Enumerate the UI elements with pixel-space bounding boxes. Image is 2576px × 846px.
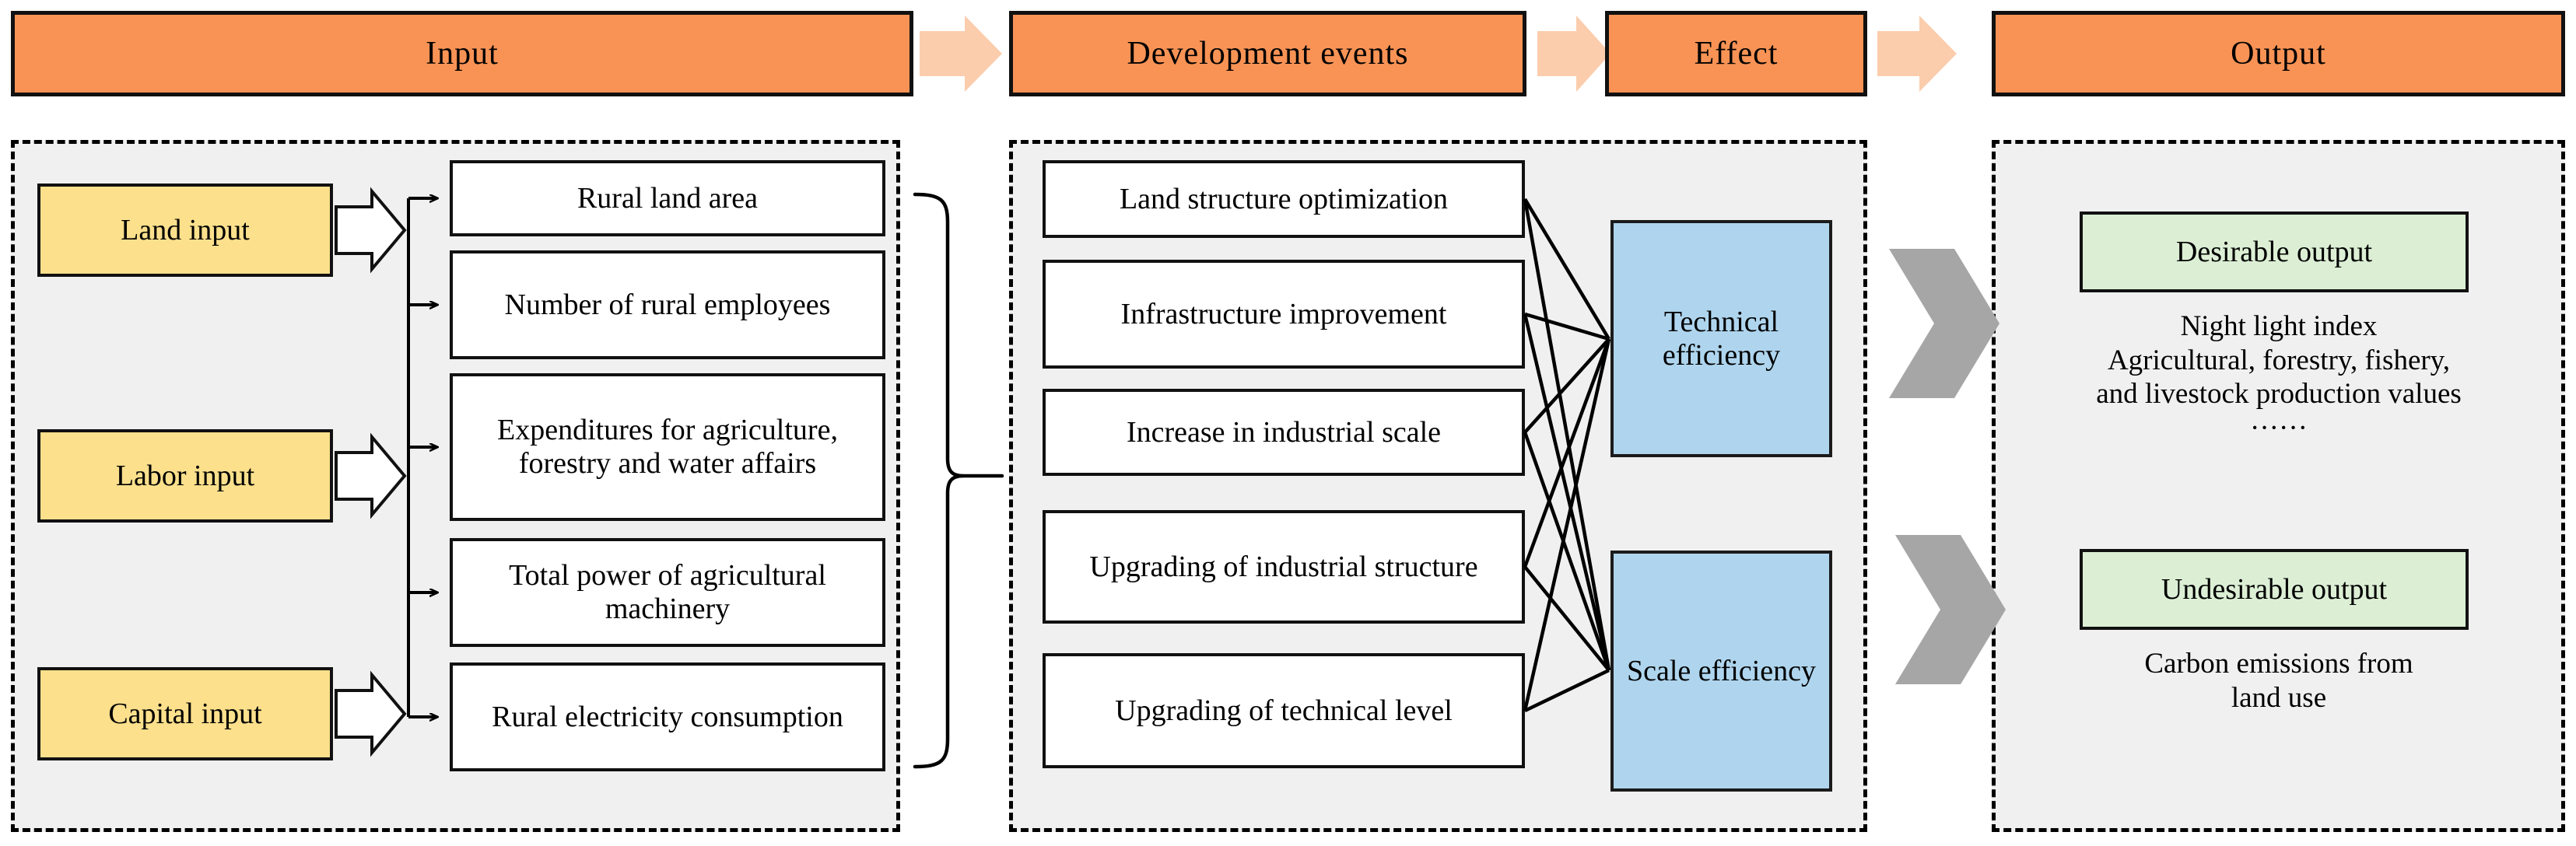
input-category-land[interactable]: Land input <box>37 184 333 277</box>
input-indicator-expenditures-label: Expenditures for agriculture, forestry a… <box>497 414 838 480</box>
effect-technical-efficiency-label: Technical efficiency <box>1662 305 1781 372</box>
header-output-label: Output <box>2231 36 2326 72</box>
input-category-labor[interactable]: Labor input <box>37 429 333 523</box>
input-indicator-rural-land-area[interactable]: Rural land area <box>450 160 885 236</box>
output-badge-desirable-label: Desirable output <box>2175 235 2373 268</box>
header-effect-label: Effect <box>1694 36 1779 72</box>
input-category-labor-label: Labor input <box>115 459 255 492</box>
input-indicator-rural-land-area-label: Rural land area <box>577 181 759 215</box>
input-category-land-label: Land input <box>121 213 250 246</box>
input-indicator-electricity[interactable]: Rural electricity consumption <box>450 662 885 771</box>
header-development-events: Development events <box>1009 11 1526 96</box>
input-indicator-rural-employees-label: Number of rural employees <box>504 288 831 321</box>
input-to-events-brace <box>913 192 1004 769</box>
output-badge-desirable[interactable]: Desirable output <box>2080 212 2469 292</box>
output-undesirable-items-text: Carbon emissions from land use <box>2144 648 2413 714</box>
event-upgrading-industrial-structure-label: Upgrading of industrial structure <box>1089 550 1478 583</box>
event-land-structure-optimization[interactable]: Land structure optimization <box>1043 160 1525 238</box>
input-indicator-rural-employees[interactable]: Number of rural employees <box>450 250 885 359</box>
output-badge-undesirable[interactable]: Undesirable output <box>2080 549 2469 630</box>
effect-scale-efficiency[interactable]: Scale efficiency <box>1610 551 1832 792</box>
event-infrastructure-improvement[interactable]: Infrastructure improvement <box>1043 260 1525 369</box>
input-indicator-machinery-power[interactable]: Total power of agricultural machinery <box>450 538 885 647</box>
output-undesirable-items: Carbon emissions from land use <box>2002 647 2556 715</box>
input-indicator-expenditures[interactable]: Expenditures for agriculture, forestry a… <box>450 373 885 521</box>
input-indicator-machinery-power-label: Total power of agricultural machinery <box>509 559 826 625</box>
output-badge-undesirable-label: Undesirable output <box>2161 572 2388 606</box>
header-input: Input <box>11 11 913 96</box>
header-arrow-2-tail <box>1537 31 1582 76</box>
output-desirable-items-text: Night light index Agricultural, forestry… <box>2096 310 2462 444</box>
effect-scale-efficiency-label: Scale efficiency <box>1627 654 1816 687</box>
input-category-capital-label: Capital input <box>108 697 262 730</box>
header-arrow-2-head <box>1576 16 1610 92</box>
header-development-events-label: Development events <box>1127 36 1409 72</box>
header-arrow-3-head <box>1919 16 1957 92</box>
event-upgrading-industrial-structure[interactable]: Upgrading of industrial structure <box>1043 510 1525 624</box>
event-upgrading-technical-level[interactable]: Upgrading of technical level <box>1043 653 1525 768</box>
event-upgrading-technical-level-label: Upgrading of technical level <box>1115 694 1453 727</box>
header-input-label: Input <box>426 36 499 72</box>
input-indicator-electricity-label: Rural electricity consumption <box>492 700 843 733</box>
header-arrow-1-tail <box>920 31 971 76</box>
event-increase-industrial-scale-label: Increase in industrial scale <box>1126 415 1442 449</box>
header-effect: Effect <box>1605 11 1867 96</box>
header-arrow-1-head <box>965 16 1002 92</box>
event-land-structure-optimization-label: Land structure optimization <box>1119 182 1449 215</box>
header-arrow-3-tail <box>1877 31 1926 76</box>
event-increase-industrial-scale[interactable]: Increase in industrial scale <box>1043 389 1525 476</box>
header-output: Output <box>1992 11 2565 96</box>
output-desirable-items: Night light index Agricultural, forestry… <box>2002 309 2556 446</box>
gray-chevron-desirable <box>1889 249 1999 398</box>
input-category-capital[interactable]: Capital input <box>37 667 333 760</box>
event-infrastructure-improvement-label: Infrastructure improvement <box>1120 297 1447 330</box>
effect-technical-efficiency[interactable]: Technical efficiency <box>1610 220 1832 457</box>
gray-chevron-undesirable <box>1895 535 2006 684</box>
